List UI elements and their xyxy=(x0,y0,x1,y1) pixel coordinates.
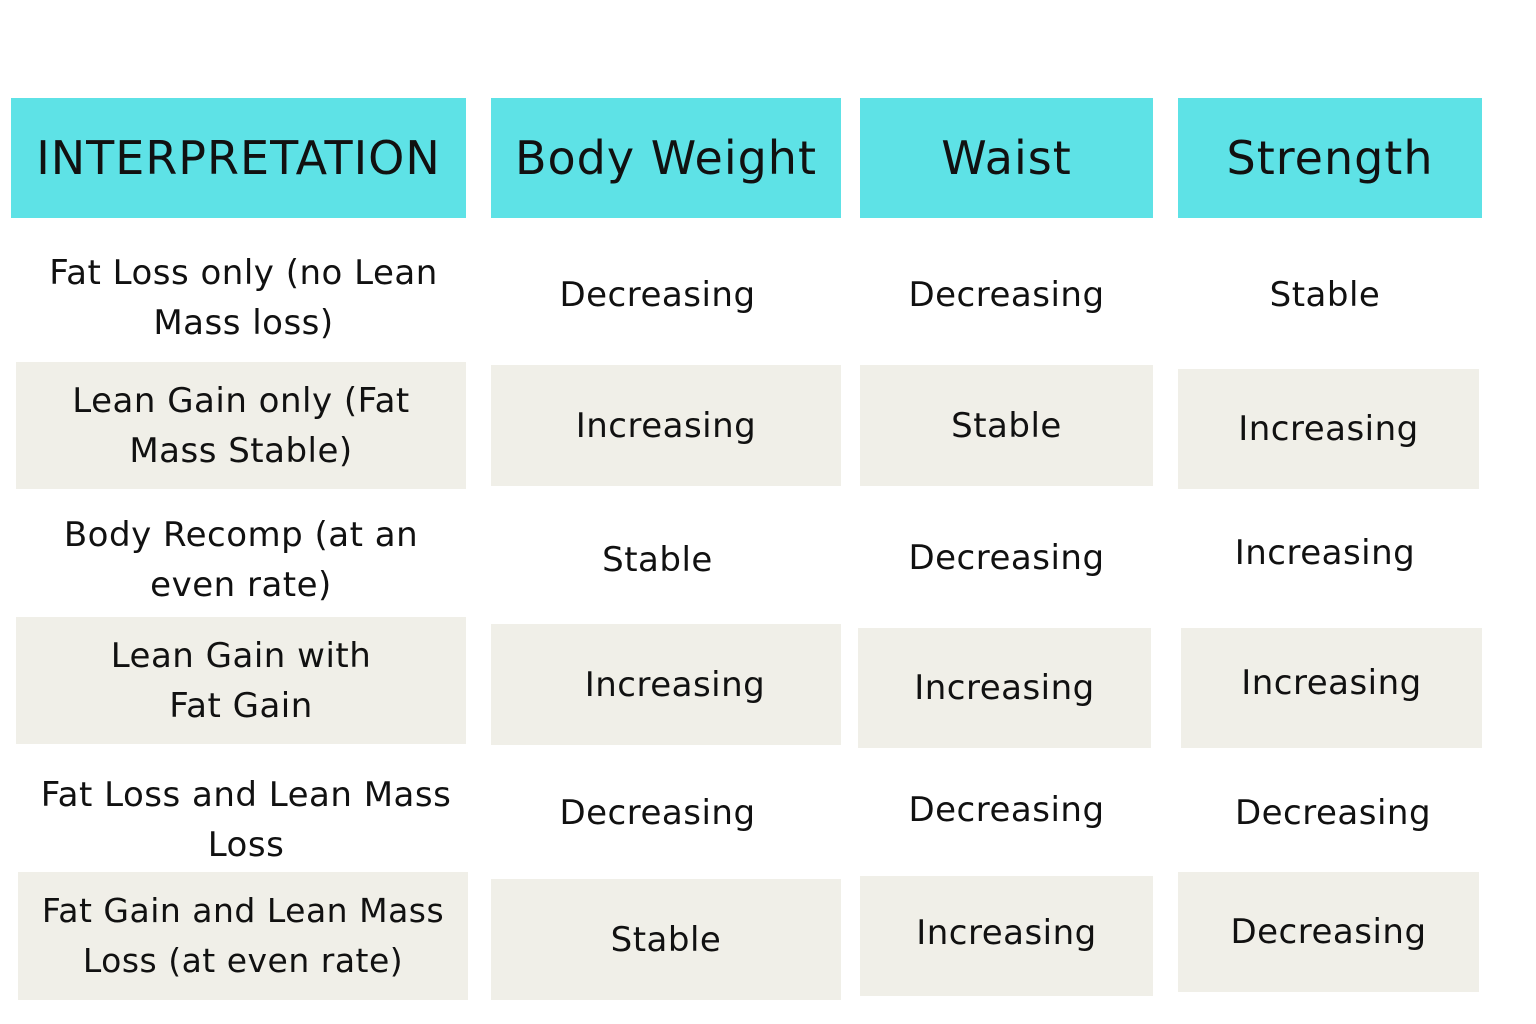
row-2-body-weight: Increasing xyxy=(491,365,841,486)
row-3-body-weight: Stable xyxy=(602,540,713,580)
header-strength: Strength xyxy=(1178,98,1482,218)
row-6-strength: Decreasing xyxy=(1178,872,1479,992)
row-6-body-weight: Stable xyxy=(491,879,841,1000)
row-3-strength: Increasing xyxy=(1234,532,1416,573)
header-body-weight: Body Weight xyxy=(491,98,841,218)
row-5-interpretation: Fat Loss and Lean Mass Loss xyxy=(40,775,452,865)
header-interpretation: INTERPRETATION xyxy=(11,98,466,218)
row-4-waist: Increasing xyxy=(858,628,1151,748)
row-1-interpretation: Fat Loss only (no Lean Mass loss) xyxy=(49,252,438,343)
row-4-strength: Increasing xyxy=(1181,628,1482,748)
row-5-strength: Decreasing xyxy=(1234,793,1432,833)
row-2-interpretation: Lean Gain only (Fat Mass Stable) xyxy=(16,362,466,489)
row-1-body-weight: Decreasing xyxy=(559,275,756,315)
row-4-body-weight: Increasing xyxy=(491,624,841,745)
row-6-waist: Increasing xyxy=(860,876,1153,996)
row-3-interpretation: Body Recomp (at an even rate) xyxy=(63,515,419,605)
row-2-waist: Stable xyxy=(860,365,1153,486)
row-5-body-weight: Decreasing xyxy=(559,793,756,833)
header-waist: Waist xyxy=(860,98,1153,218)
row-1-strength: Stable xyxy=(1269,275,1381,315)
row-1-waist: Decreasing xyxy=(908,275,1105,315)
row-3-waist: Decreasing xyxy=(908,537,1105,578)
row-5-waist: Decreasing xyxy=(908,790,1105,830)
row-2-strength: Increasing xyxy=(1178,369,1479,489)
row-4-interpretation: Lean Gain with Fat Gain xyxy=(16,617,466,744)
row-6-interpretation: Fat Gain and Lean Mass Loss (at even rat… xyxy=(18,872,468,1000)
